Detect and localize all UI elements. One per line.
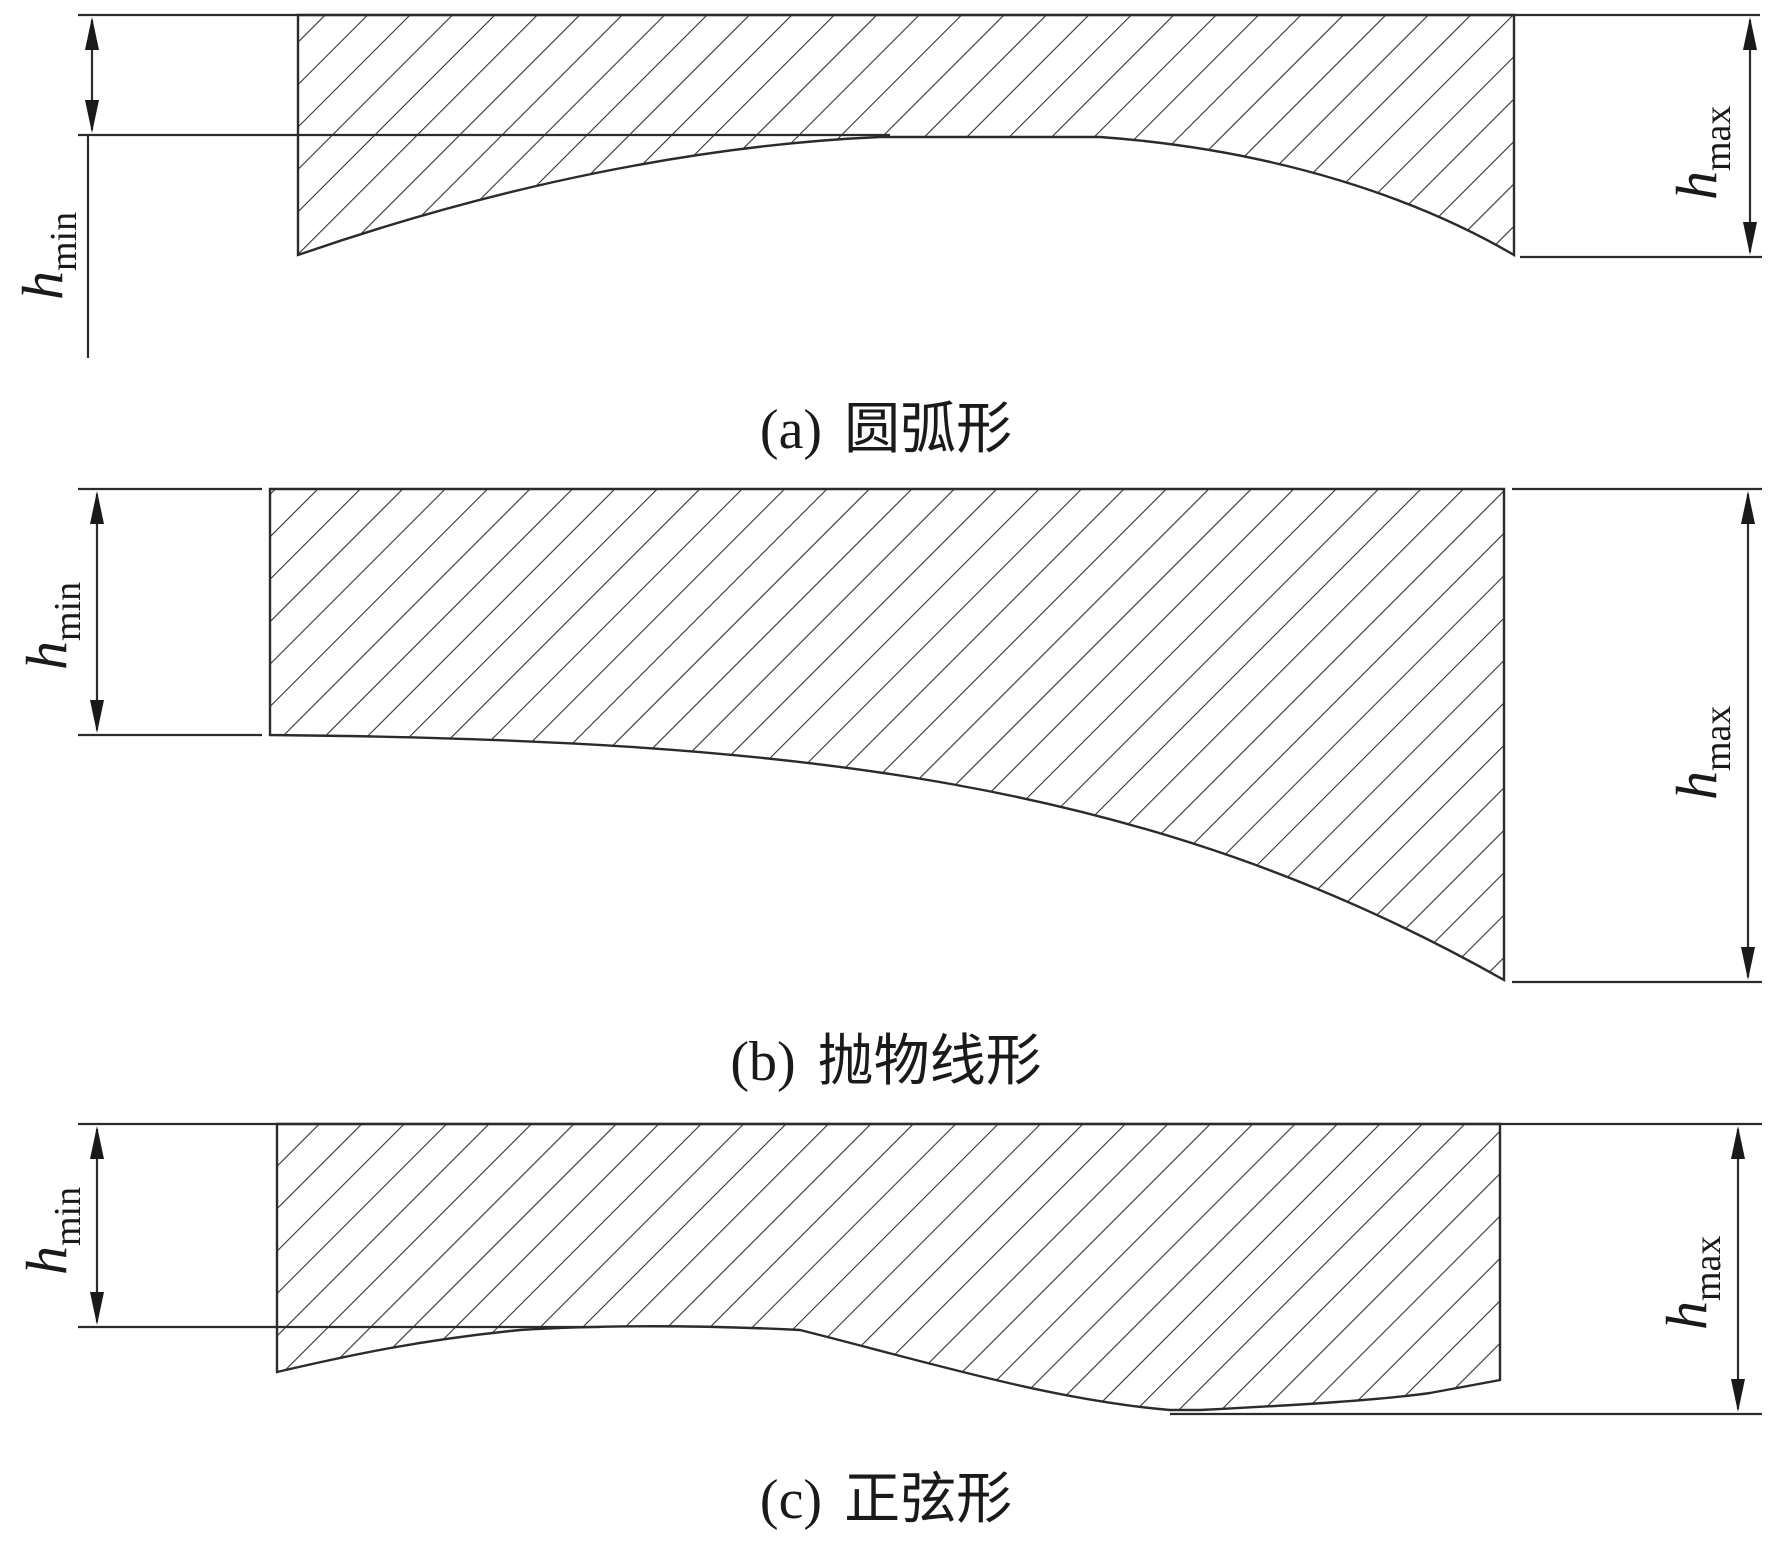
panel-a-outline [296, 13, 1516, 258]
panel-b-hatched-profile [270, 489, 1504, 980]
panel-c-hmin-arrow-down [90, 1292, 104, 1325]
panel-c-hmin-arrow-up [90, 1126, 104, 1159]
panel-c-caption: (c)正弦形 [760, 1469, 1012, 1531]
panel-a: hmin hmax (a)圆弧形 [10, 13, 1762, 461]
panel-c-hatched-profile [277, 1124, 1500, 1410]
panel-b-hmin-arrow-up [90, 491, 104, 524]
panel-b-outline [268, 487, 1506, 983]
panel-c-hmin-label: hmin [14, 1187, 89, 1275]
panel-a-hmin-arrow-up [85, 17, 99, 50]
panel-b-caption: (b)抛物线形 [730, 1031, 1041, 1093]
panel-a-hatched-profile [298, 15, 1514, 255]
panel-a-hmin-label: hmin [10, 212, 85, 300]
panel-b-hmin-arrow-down [90, 700, 104, 733]
panel-b-hmax-label: hmax [1664, 706, 1739, 800]
panel-c-hmax-arrow-down [1731, 1379, 1745, 1412]
panel-c-hmax-arrow-up [1731, 1126, 1745, 1159]
panel-c-hmax-label: hmax [1654, 1236, 1729, 1330]
panel-a-hmax-label: hmax [1664, 106, 1739, 200]
panel-b-hmax-arrow-down [1741, 947, 1755, 980]
panel-b-hmax-arrow-up [1741, 491, 1755, 524]
panel-a-hmax-arrow-down [1743, 222, 1757, 255]
panel-a-hmin-arrow-down [85, 100, 99, 133]
panel-a-caption: (a)圆弧形 [760, 399, 1012, 461]
panel-b-hmin-label: hmin [14, 582, 89, 670]
panel-c-outline [275, 1122, 1502, 1412]
panel-b: hmin hmax (b)抛物线形 [14, 487, 1762, 1093]
panel-c: hmin hmax (c)正弦形 [14, 1122, 1762, 1531]
panel-a-hmax-arrow-up [1743, 17, 1757, 50]
